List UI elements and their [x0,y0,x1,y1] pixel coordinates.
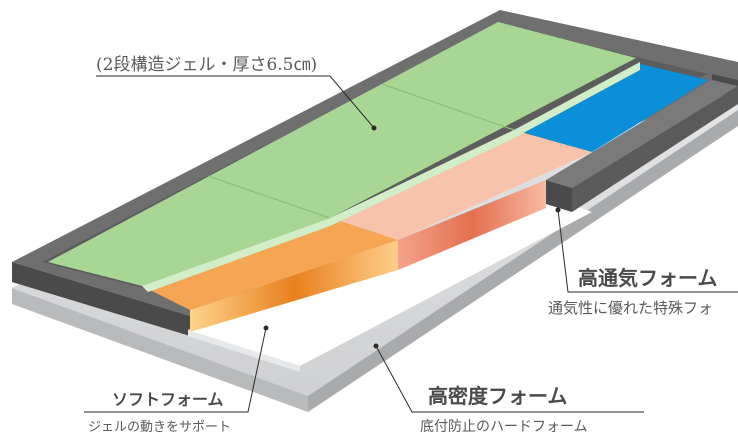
leader-high-density [375,345,644,413]
leader-soft [84,327,267,413]
leader-high-vent-dot [555,207,561,213]
soft-foam-side [190,240,398,332]
soft-foam-title: ソフトフォーム [112,390,224,409]
gel-label: (2段構造ジェル・厚さ6.5㎝) [96,55,318,75]
gel-edge [142,62,640,292]
high-density-foam-title: 高密度フォーム [428,384,568,408]
soft-foam-subtitle: ジェルの動きをサポート [88,420,232,435]
gel-seam-2 [381,83,515,131]
frame-post-top [546,80,738,188]
high-density-foam-subtitle: 底付防止のハードフォーム [420,419,588,435]
high-vent-foam-subtitle: 通気性に優れた特殊フォ [548,299,714,317]
soft-foam-top [142,218,398,310]
frame-post-side [572,86,738,212]
high-vent-foam-title: 高通気フォーム [578,266,718,290]
leader-high-density-dot [373,343,379,349]
leader-high-vent [557,209,738,293]
leader-gel-dot [371,125,377,131]
blue-foam [514,64,708,152]
high-vent-foam-top [330,130,592,240]
base-slab-front [12,288,308,412]
frame-post-front [546,180,572,212]
leader-soft-dot [263,325,269,331]
frame-left-front [12,262,190,336]
gel-surface [48,22,636,286]
gel-seam-1 [207,175,331,219]
leader-gel [96,75,375,129]
high-density-foam [188,196,592,366]
base-slab-side [308,110,738,412]
high-vent-foam-side [398,180,546,270]
high-density-foam-edge [188,330,300,372]
